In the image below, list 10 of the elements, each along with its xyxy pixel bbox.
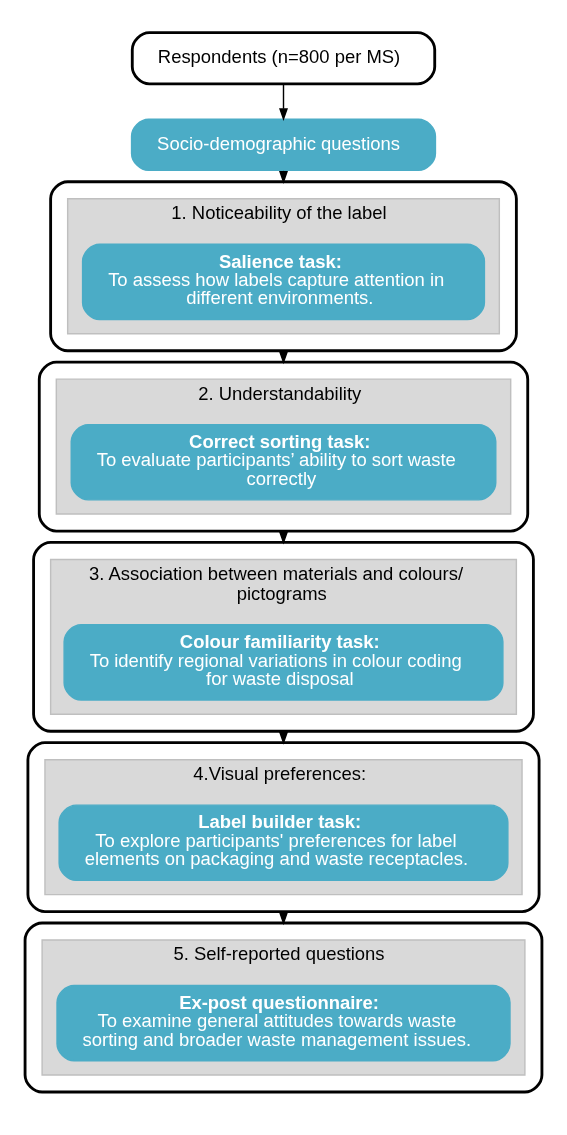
- arrow: [279, 82, 288, 121]
- node-box: Label builder task: To explore participants' preferences for label elements on packaging and waste receptacles.: [58, 803, 509, 881]
- node-box: Respondents (n=800 per MS): [130, 30, 437, 85]
- cluster: [23, 921, 544, 1093]
- node-box: Ex-post questionnaire: To examine general attitudes towards waste sorting and broader waste management issues.: [56, 984, 511, 1061]
- node-box: Correct sorting task: To evaluate participants’ ability to sort waste correctly: [70, 423, 497, 501]
- node-box: Salience task: To assess how labels capture attention in different environments.: [81, 243, 486, 320]
- node-box: Colour familiarity task: To identify regional variations in colour coding for waste disposal: [63, 623, 504, 701]
- arrow: [279, 531, 288, 545]
- arrow: [279, 731, 288, 745]
